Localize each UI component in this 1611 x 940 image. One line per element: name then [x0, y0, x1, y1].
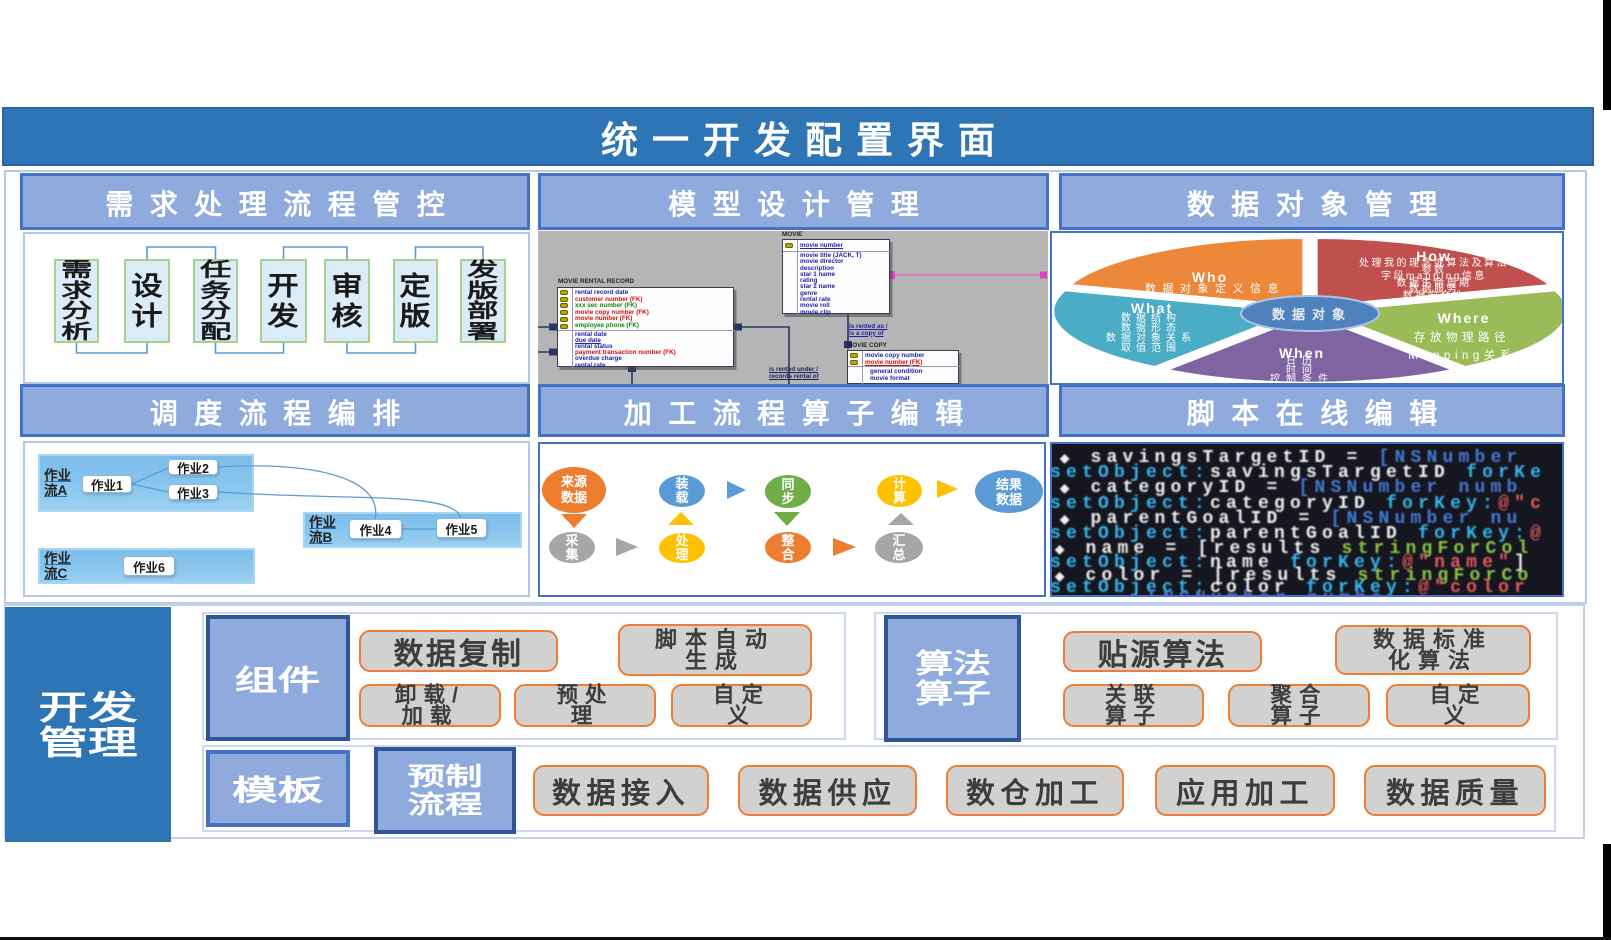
svg-text:数据对象: 数据对象 [1272, 307, 1352, 322]
